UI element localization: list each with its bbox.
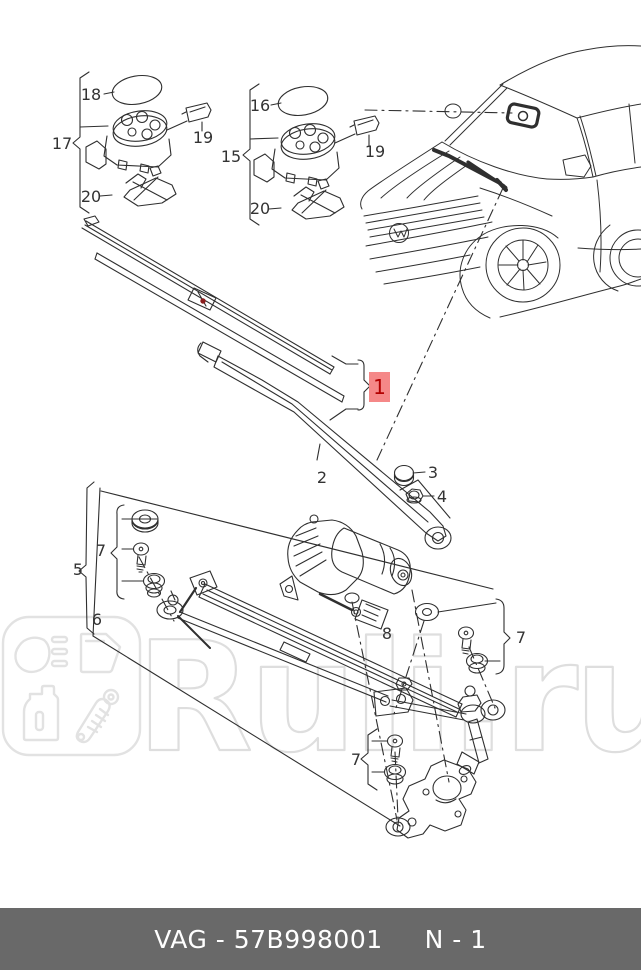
brace-7c [360,728,378,791]
rear-wheel [609,229,641,287]
callout-2: 2 [316,468,328,487]
brace-17 [72,71,90,214]
brace-7a [110,504,125,600]
leader-16 [270,102,282,106]
headlight-icon [14,635,69,674]
leader-20b [268,207,282,210]
callout-16: 16 [249,96,271,115]
callout-7a: 7 [95,541,107,560]
blade-adapter [187,287,217,311]
brace-15 [242,83,260,226]
boundary-left [92,487,101,637]
callout-19a: 19 [192,128,214,147]
left-pivot [156,586,211,649]
callout-1-highlighted: 1 [369,372,390,402]
connector-8 [354,599,389,630]
filter-icon [79,632,122,674]
rain-sensor-assembly [85,102,212,207]
callout-18: 18 [80,85,102,104]
callout-8: 8 [381,624,393,643]
cap-3 [393,464,415,487]
wipers-on-glass [432,148,508,192]
oil-can-icon [22,684,60,742]
callout-19b: 19 [364,142,386,161]
adapter-mark [200,298,206,304]
connector-19 [181,102,212,123]
callout-7c: 7 [350,750,362,769]
callout-3: 3 [427,463,439,482]
right-mirror [562,154,592,178]
leader-3 [412,471,426,474]
callout-4: 4 [436,487,448,506]
boundary-bottom [92,635,401,827]
leader-lines [138,109,513,821]
linkage-frame [189,570,463,718]
gel-pad-16 [277,85,329,117]
nut-4 [405,488,424,504]
leader-18 [103,91,115,95]
retainer-clip-20 [123,165,177,207]
shock-absorber-icon [75,688,120,744]
wiper-blade [81,215,335,375]
right-pivot [456,685,506,775]
fasteners-7-right [414,602,501,674]
windshield-sensor [505,102,541,129]
wiper-refill-strip [94,252,345,403]
vehicle-sketch [360,45,641,319]
footer-page-code: N - 1 [424,924,487,954]
footer-bar: VAG - 57B998001 N - 1 [0,908,641,970]
sensor-connector-arm [166,120,188,131]
footer-part-code: VAG - 57B998001 [154,924,383,954]
wiper-motor [279,514,413,618]
brace-5 [78,481,95,635]
vw-badge [389,223,409,243]
front-wheel [485,227,561,303]
left-mirror [444,103,462,119]
callout-20b: 20 [249,199,271,218]
leader-20a [99,194,113,197]
callout-5: 5 [72,560,84,579]
callout-15: 15 [220,147,242,166]
boundary-top [100,490,494,590]
brace-7b [495,598,511,675]
watermark-badge [1,615,142,757]
callout-17: 17 [51,134,73,153]
gel-pad-18 [111,74,163,106]
wiper-arm [197,341,452,550]
leader-2 [316,443,321,461]
callout-6: 6 [91,610,103,629]
center-pivot [373,677,414,717]
callout-20a: 20 [80,187,102,206]
fasteners-7-left [121,509,166,598]
callout-7b: 7 [515,628,527,647]
brace-1 [329,355,371,421]
watermark-logo: Ruli.ru [1,608,641,787]
